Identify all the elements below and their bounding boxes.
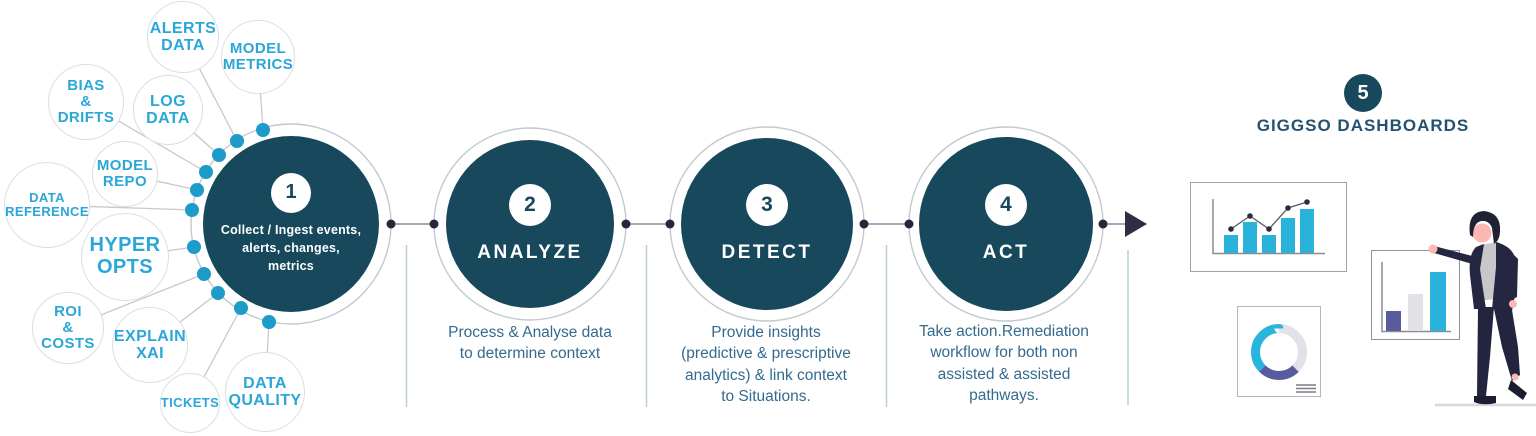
dashboard-donut-card	[1237, 306, 1321, 397]
bubble-bias-drifts: BIAS & DRIFTS	[48, 64, 124, 140]
step-1-text: Collect / Ingest events, alerts, changes…	[220, 222, 362, 274]
presentation-bar-chart-icon	[1381, 262, 1451, 333]
flow-arrow-icon	[1125, 211, 1147, 237]
step-2-number: 2	[524, 193, 536, 216]
section-separators	[405, 245, 1129, 407]
step-circle-2: 2 ANALYZE	[446, 140, 614, 308]
step-2-title: ANALYZE	[477, 242, 583, 263]
step-3-title: DETECT	[721, 242, 813, 263]
bubble-hyper-opts: HYPER OPTS	[81, 213, 169, 301]
step-5-number: 5	[1357, 81, 1369, 104]
step-4-number: 4	[1000, 193, 1012, 216]
bubble-alerts-data: ALERTS DATA	[147, 1, 219, 73]
presentation-chart-card	[1371, 250, 1460, 340]
step-1-number: 1	[285, 181, 297, 204]
step-4-number-badge: 4	[985, 184, 1027, 226]
bubble-explain-xai: EXPLAIN XAI	[112, 307, 188, 383]
step-4-title: ACT	[982, 242, 1030, 263]
person-illustration	[1428, 211, 1536, 407]
step-link-dots	[386, 219, 1108, 229]
step-2-number-badge: 2	[509, 184, 551, 226]
bubble-roi-costs: ROI & COSTS	[32, 292, 104, 364]
step-3-caption: Provide insights (predictive & prescript…	[681, 324, 851, 406]
step-5-number-badge: 5	[1344, 74, 1382, 112]
step-4-caption: Take action.Remediation workflow for bot…	[919, 323, 1089, 405]
bubble-model-metrics: MODEL METRICS	[221, 20, 295, 94]
bubble-data-quality: DATA QUALITY	[225, 352, 305, 432]
rim-dots	[185, 123, 276, 329]
step-2-caption: Process & Analyse data to determine cont…	[448, 324, 612, 363]
bubble-tickets: TICKETS	[160, 373, 220, 433]
step-3-number-badge: 3	[746, 184, 788, 226]
step-1-number-badge: 1	[271, 172, 311, 213]
step-circle-1: 1 Collect / Ingest events, alerts, chang…	[203, 136, 379, 312]
step-5-title: GIGGSO DASHBOARDS	[1256, 116, 1470, 135]
bar-line-chart-icon	[1212, 199, 1325, 255]
step-circle-3: 3 DETECT	[681, 138, 853, 310]
donut-chart-icon	[1251, 324, 1316, 393]
bubble-log-data: LOG DATA	[133, 75, 203, 145]
step-3-number: 3	[761, 193, 773, 216]
dashboard-barline-card	[1190, 182, 1347, 272]
step-circle-4: 4 ACT	[919, 137, 1093, 311]
text-lines-glyph	[1296, 384, 1316, 393]
bubble-model-repo: MODEL REPO	[92, 141, 158, 207]
bubble-data-reference: DATA REFERENCE	[4, 162, 90, 248]
